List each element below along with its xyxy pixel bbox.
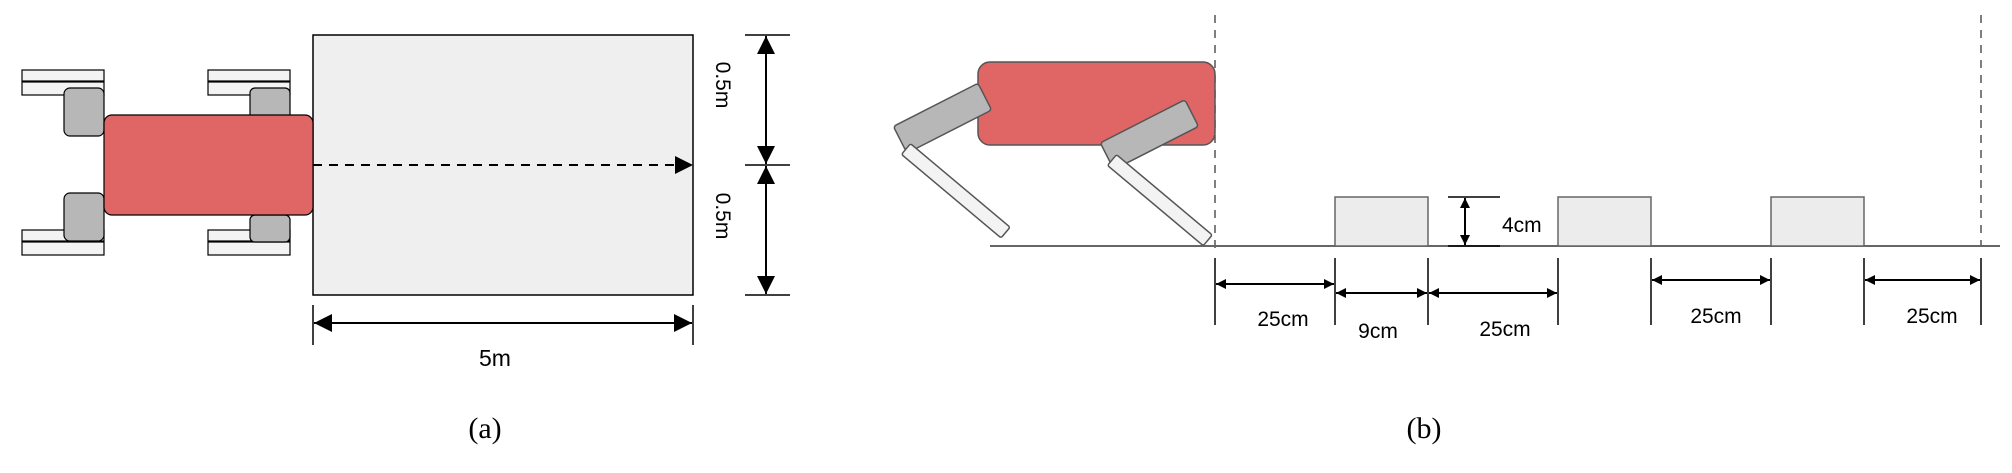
dim-label-gap-1: 25cm	[1257, 308, 1308, 331]
robot-top-view	[21, 69, 314, 256]
foot-rear-top	[207, 69, 291, 82]
dim-label-half-width-bottom: 0.5m	[711, 193, 734, 240]
dim-label-length: 5m	[479, 345, 511, 371]
caption-a: (a)	[468, 412, 501, 445]
dim-label-half-width-top: 0.5m	[711, 62, 734, 109]
foot-rear-bottom-2	[207, 241, 291, 256]
leg-rear-bottom	[249, 214, 291, 243]
obstacle-3	[1770, 196, 1865, 247]
caption-b: (b)	[1407, 412, 1442, 445]
dim-label-obstacle-width: 9cm	[1358, 320, 1398, 343]
front-shank	[1107, 154, 1213, 246]
foot-front-bottom-2	[21, 241, 105, 256]
front-thigh	[1100, 100, 1199, 170]
panel-b: 4cm 25cm 9cm 25cm 25cm 25cm (b)	[893, 15, 2000, 445]
panel-a: 0.5m 0.5m 5m (a)	[21, 34, 790, 445]
test-area	[312, 34, 694, 296]
rear-shank	[901, 143, 1011, 238]
robot-side-view	[893, 61, 1216, 246]
dim-label-gap-4: 25cm	[1906, 305, 1957, 328]
obstacle-2	[1557, 196, 1652, 247]
leg-front-bottom	[63, 192, 105, 242]
leg-front-top	[63, 87, 105, 137]
foot-front-top	[21, 69, 105, 82]
robot-body	[103, 114, 314, 216]
dim-label-gap-3: 25cm	[1690, 305, 1741, 328]
dim-label-obstacle-height: 4cm	[1502, 214, 1542, 237]
obstacle-1	[1334, 196, 1429, 247]
rear-thigh	[893, 83, 992, 153]
dim-label-gap-2: 25cm	[1479, 318, 1530, 341]
